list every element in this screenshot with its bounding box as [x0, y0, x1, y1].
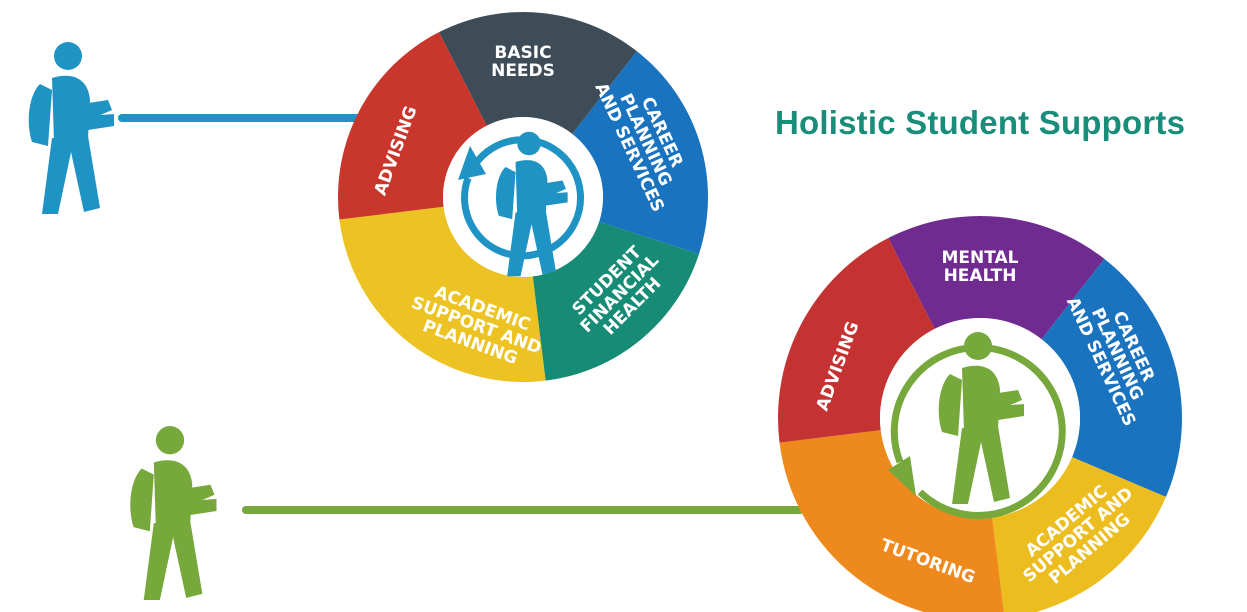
blue-student-walker-icon	[28, 42, 115, 214]
green-wheel-sector-mental-health	[888, 216, 1105, 340]
page-title: Holistic Student Supports	[775, 104, 1186, 141]
green-wheel-sector-tutoring	[779, 430, 1004, 612]
blue-wheel-sector-basic-needs	[439, 11, 637, 134]
green-wheel-sector-career-planning	[1041, 258, 1182, 497]
blue-wheel-sector-student-financial-health	[532, 221, 699, 381]
green-student-walker-icon	[130, 426, 217, 600]
blue-wheel-label-line: NEEDS	[491, 61, 555, 81]
green-wheel-sector-advising	[778, 238, 935, 443]
green-cycle-arrow-icon	[888, 344, 1066, 519]
blue-wheel-sector-advising	[338, 32, 487, 220]
blue-wheel-sector-career-planning	[572, 51, 708, 255]
green-wheel-label-line: MENTAL	[941, 248, 1018, 268]
green-wheel-label-line: HEALTH	[944, 266, 1017, 286]
blue-wheel-label-line: BASIC	[494, 43, 551, 63]
green-wheel-sector-academic-support	[992, 457, 1166, 612]
blue-wheel-sector-academic-support	[339, 206, 546, 382]
